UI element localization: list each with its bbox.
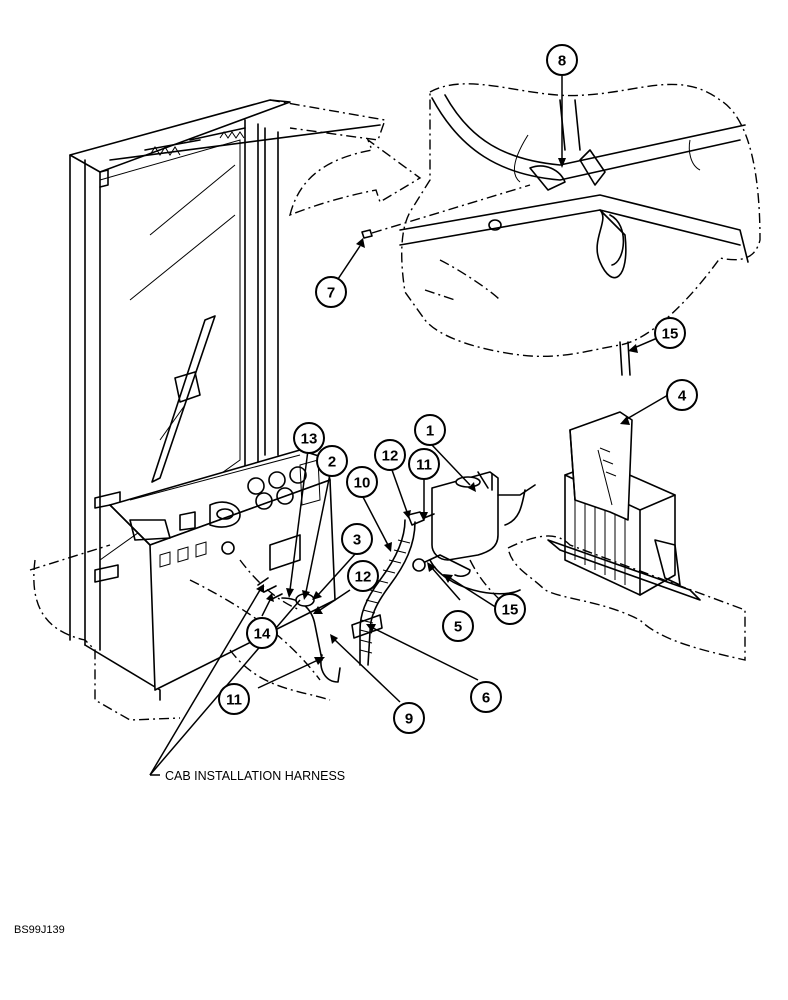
callout-4: 4 [666,379,698,411]
svg-text:3: 3 [353,532,361,549]
callout-1: 1 [414,414,446,446]
callout-11-upper: 11 [408,448,440,480]
svg-text:13: 13 [301,431,318,448]
svg-text:5: 5 [454,619,462,636]
inset-detail [361,83,761,376]
callout-5: 5 [442,610,474,642]
svg-text:12: 12 [382,448,399,465]
callout-13: 13 [293,422,325,454]
svg-text:15: 15 [662,326,679,343]
svg-text:11: 11 [226,692,242,709]
callout-11-lower: 11 [218,683,250,715]
console [109,449,336,701]
svg-text:9: 9 [405,711,413,728]
callout-3: 3 [341,523,373,555]
callout-12-upper: 12 [374,439,406,471]
harness-label: CAB INSTALLATION HARNESS [165,769,345,783]
figure-ref: BS99J139 [14,924,65,936]
callout-15-top: 15 [654,317,686,349]
detail-arrow [288,137,422,217]
svg-text:8: 8 [558,53,566,70]
svg-text:4: 4 [678,388,687,405]
svg-text:1: 1 [426,423,434,440]
callout-12-lower: 12 [347,560,379,592]
svg-text:2: 2 [328,454,336,471]
svg-text:7: 7 [327,285,335,302]
callout-14: 14 [246,617,278,649]
callout-2: 2 [316,445,348,477]
callout-15-lower: 15 [494,593,526,625]
callout-9: 9 [393,702,425,734]
cab-frame [29,99,386,721]
svg-text:11: 11 [416,457,432,474]
callout-7: 7 [315,276,347,308]
svg-text:12: 12 [355,569,372,586]
svg-text:15: 15 [502,602,519,619]
heater-unit [507,411,746,661]
svg-text:14: 14 [254,626,271,643]
svg-text:10: 10 [354,475,371,492]
callout-6: 6 [470,681,502,713]
callout-8: 8 [546,44,578,76]
svg-text:6: 6 [482,690,490,707]
callout-10: 10 [346,466,378,498]
